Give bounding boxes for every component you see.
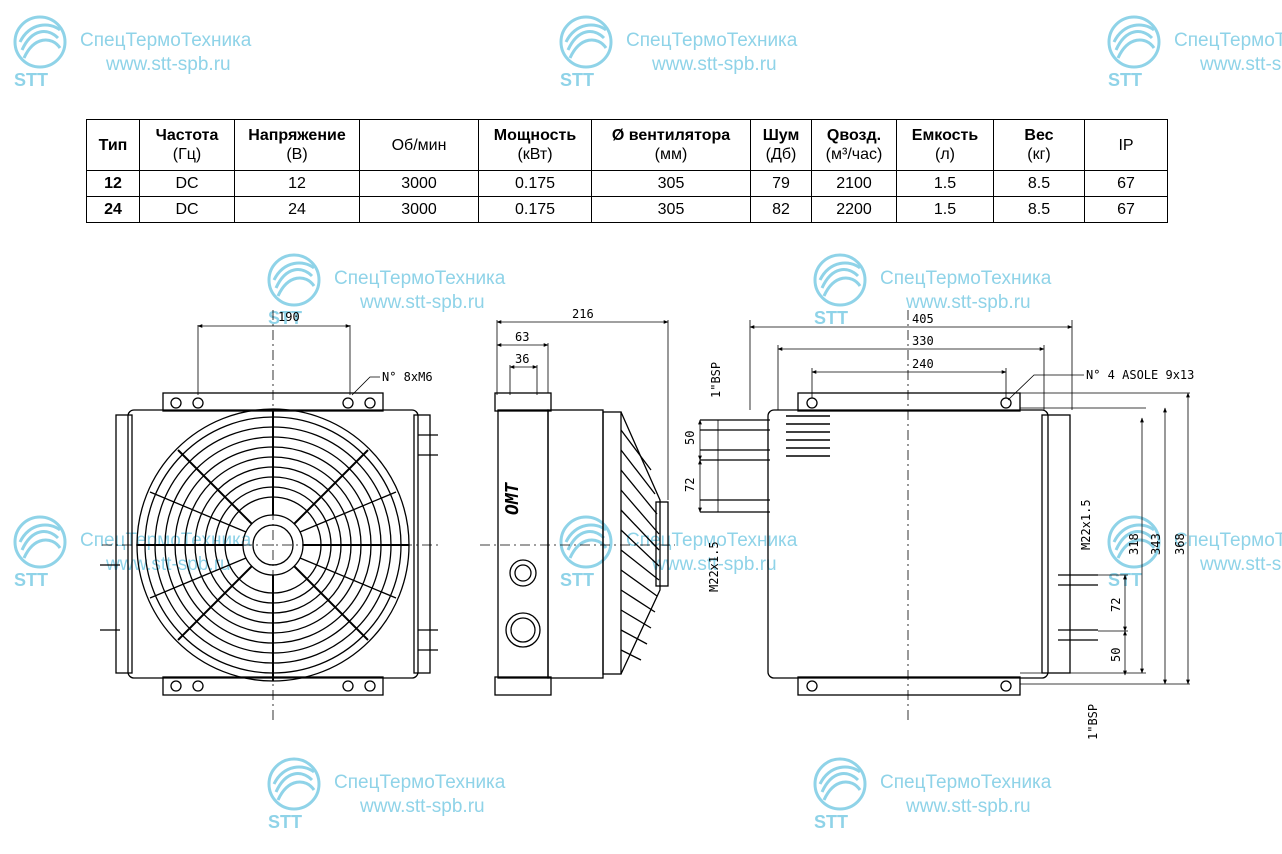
side-view — [480, 320, 675, 696]
stt-logo-icon — [13, 15, 67, 69]
stt-logo-icon — [267, 253, 321, 307]
table-cell: 24 — [86, 196, 140, 223]
stt-logo-icon — [13, 515, 67, 569]
table-cell: 0.175 — [478, 196, 592, 223]
port-top-m22-label: M22x1.5 — [707, 541, 721, 592]
watermark-company: СпецТермоТехника — [1174, 30, 1282, 51]
watermark-logo-text: STT — [14, 570, 48, 590]
watermark-logo-text: STT — [560, 570, 594, 590]
stt-logo-icon — [813, 253, 867, 307]
watermark-url: www.stt-spb.ru — [906, 292, 1031, 313]
header-frequency: Частота(Гц) — [139, 119, 235, 171]
table-cell: 8.5 — [993, 170, 1085, 197]
header-weight: Вес(кг) — [993, 119, 1085, 171]
rear-dim-368: 368 — [1173, 533, 1187, 555]
header-ip: IP — [1084, 119, 1168, 171]
rear-dim-50-bottom: 50 — [1109, 648, 1123, 662]
spec-table: Тип Частота(Гц) Напряжение(В) Об/мин Мощ… — [86, 119, 1168, 223]
watermark: СпецТермоТехника www.stt-spb.ru STT — [812, 756, 1112, 836]
rear-dim-318: 318 — [1127, 533, 1141, 555]
watermark-logo-text: STT — [560, 70, 594, 90]
table-cell: 8.5 — [993, 196, 1085, 223]
watermark: СпецТермоТехника www.stt-spb.ru STT — [266, 252, 566, 332]
port-top-bsp-label: 1"BSP — [709, 362, 723, 398]
table-cell: 82 — [750, 196, 812, 223]
watermark-url: www.stt-spb.ru — [106, 54, 231, 75]
watermark-url: www.stt-spb.ru — [360, 292, 485, 313]
watermark-company: СпецТермоТехника — [626, 530, 798, 551]
rear-dim-330: 330 — [912, 334, 934, 348]
watermark-url: www.stt-spb.ru — [1200, 54, 1282, 75]
table-cell: DC — [139, 170, 235, 197]
header-airflow: Qвозд.(м³/час) — [811, 119, 897, 171]
watermark-url: www.stt-spb.ru — [652, 54, 777, 75]
side-dim-36: 36 — [515, 352, 529, 366]
rear-holes-note: N° 4 ASOLE 9x13 — [1086, 368, 1194, 382]
rear-view — [698, 310, 1190, 720]
rear-dim-72-bottom: 72 — [1109, 598, 1123, 612]
side-dim-216: 216 — [572, 307, 594, 321]
header-type: Тип — [86, 119, 140, 171]
table-cell: 2200 — [811, 196, 897, 223]
table-cell: 67 — [1084, 170, 1168, 197]
watermark-company: СпецТермоТехника — [626, 30, 798, 51]
header-power: Мощность(кВт) — [478, 119, 592, 171]
watermark-url: www.stt-spb.ru — [1200, 554, 1282, 575]
watermark: СпецТермоТехника www.stt-spb.ru STT — [1106, 14, 1282, 94]
watermark-company: СпецТермоТехника — [334, 772, 506, 793]
side-dim-63: 63 — [515, 330, 529, 344]
watermark-company: СпецТермоТехника — [80, 30, 252, 51]
header-voltage: Напряжение(В) — [234, 119, 360, 171]
table-row: 24 DC 24 3000 0.175 305 82 2200 1.5 8.5 … — [86, 196, 1168, 223]
watermark-logo-text: STT — [814, 812, 848, 832]
spec-table-header: Тип Частота(Гц) Напряжение(В) Об/мин Мощ… — [86, 119, 1168, 171]
watermark-url: www.stt-spb.ru — [360, 796, 485, 817]
table-cell: 1.5 — [896, 196, 994, 223]
watermark-company: СпецТермоТехника — [334, 268, 506, 289]
watermark-company: СпецТермоТехника — [880, 268, 1052, 289]
watermark: СпецТермоТехника www.stt-spb.ru STT — [12, 14, 312, 94]
watermark-logo-text: STT — [268, 812, 302, 832]
rear-dim-343: 343 — [1149, 533, 1163, 555]
watermark-logo-text: STT — [268, 308, 302, 328]
watermark-url: www.stt-spb.ru — [652, 554, 777, 575]
table-cell: 305 — [591, 196, 751, 223]
rear-dim-50-top: 50 — [683, 431, 697, 445]
rear-dim-72-top: 72 — [683, 478, 697, 492]
rear-dim-240: 240 — [912, 357, 934, 371]
rear-dim-405: 405 — [912, 312, 934, 326]
stt-logo-icon — [267, 757, 321, 811]
watermark-logo-text: STT — [14, 70, 48, 90]
table-cell: 79 — [750, 170, 812, 197]
port-bottom-bsp-label: 1"BSP — [1086, 704, 1100, 740]
table-cell: 67 — [1084, 196, 1168, 223]
watermark-url: www.stt-spb.ru — [906, 796, 1031, 817]
port-bottom-m22-label: M22x1.5 — [1079, 499, 1093, 550]
watermark: СпецТермоТехника www.stt-spb.ru STT — [266, 756, 566, 836]
watermark: СпецТермоТехника www.stt-spb.ru STT — [1106, 514, 1282, 594]
watermark-logo-text: STT — [1108, 70, 1142, 90]
front-dim-190: 190 — [278, 310, 300, 324]
stt-logo-icon — [1107, 515, 1161, 569]
watermark-company: СпецТермоТехника — [1174, 530, 1282, 551]
stt-logo-icon — [559, 15, 613, 69]
brand-logo: OMT — [502, 481, 523, 515]
table-cell: 12 — [86, 170, 140, 197]
table-cell: 3000 — [359, 196, 479, 223]
watermark: СпецТермоТехника www.stt-spb.ru STT — [558, 14, 858, 94]
front-view — [100, 310, 442, 720]
front-holes-note: N° 8xM6 — [382, 370, 433, 384]
watermark-company: СпецТермоТехника — [880, 772, 1052, 793]
header-capacity: Емкость(л) — [896, 119, 994, 171]
header-noise: Шум(Дб) — [750, 119, 812, 171]
watermark-logo-text: STT — [814, 308, 848, 328]
stt-logo-icon — [1107, 15, 1161, 69]
watermark: СпецТермоТехника www.stt-spb.ru STT — [812, 252, 1112, 332]
table-cell: 305 — [591, 170, 751, 197]
table-cell: DC — [139, 196, 235, 223]
header-rpm: Об/мин — [359, 119, 479, 171]
stt-logo-icon — [813, 757, 867, 811]
